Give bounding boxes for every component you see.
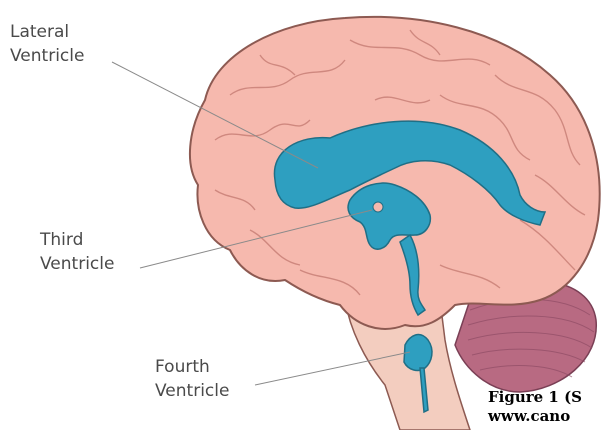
lateral-label-line2: Ventricle bbox=[10, 44, 84, 68]
fourth-ventricle-label: Fourth Ventricle bbox=[155, 355, 229, 403]
third-label-line1: Third bbox=[40, 228, 114, 252]
fourth-label-line2: Ventricle bbox=[155, 379, 229, 403]
lateral-ventricle-label: Lateral Ventricle bbox=[10, 20, 84, 68]
cerebrum bbox=[190, 17, 600, 329]
interthalamic-adhesion bbox=[373, 202, 383, 212]
caption-line1: Figure 1 (S bbox=[488, 388, 582, 407]
third-ventricle-label: Third Ventricle bbox=[40, 228, 114, 276]
fourth-label-line1: Fourth bbox=[155, 355, 229, 379]
figure-caption: Figure 1 (S www.cano bbox=[488, 388, 582, 426]
caption-line2: www.cano bbox=[488, 407, 582, 426]
third-label-line2: Ventricle bbox=[40, 252, 114, 276]
lateral-label-line1: Lateral bbox=[10, 20, 84, 44]
